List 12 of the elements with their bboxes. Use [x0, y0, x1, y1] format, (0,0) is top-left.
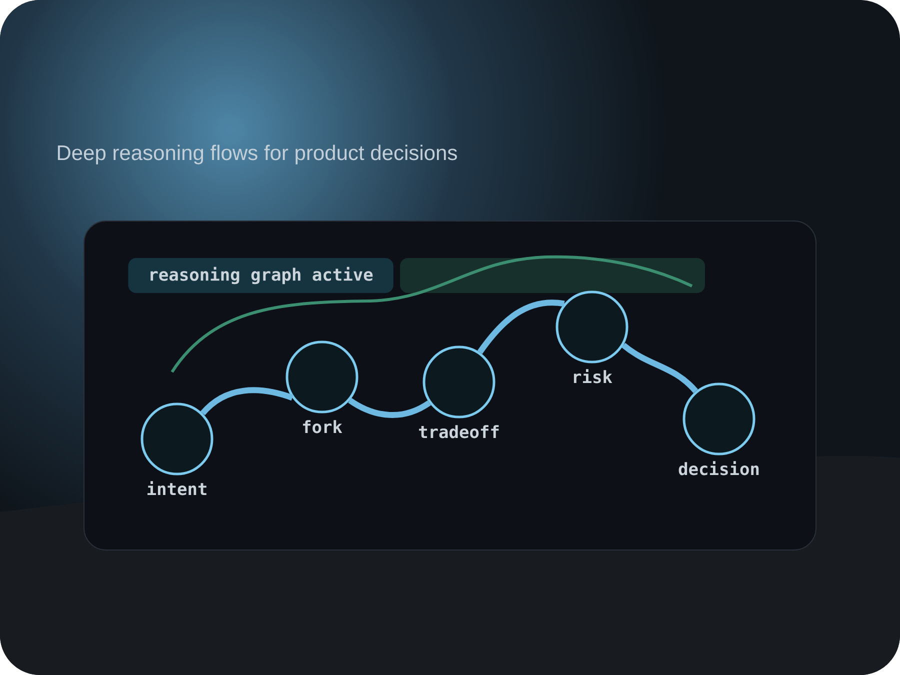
status-pill: reasoning graph active	[128, 258, 394, 293]
connector	[348, 398, 431, 418]
connector	[200, 387, 294, 416]
subtitle: Deep reasoning flows for product decisions	[58, 144, 457, 164]
connector	[622, 342, 698, 394]
node-label: tradeoff	[419, 425, 499, 438]
node-label: risk	[574, 369, 612, 384]
connector	[477, 300, 565, 354]
node-label: decision	[678, 461, 759, 476]
node-label: intent	[148, 481, 206, 496]
node-label: fork	[302, 420, 342, 434]
empty-pill	[400, 258, 705, 293]
